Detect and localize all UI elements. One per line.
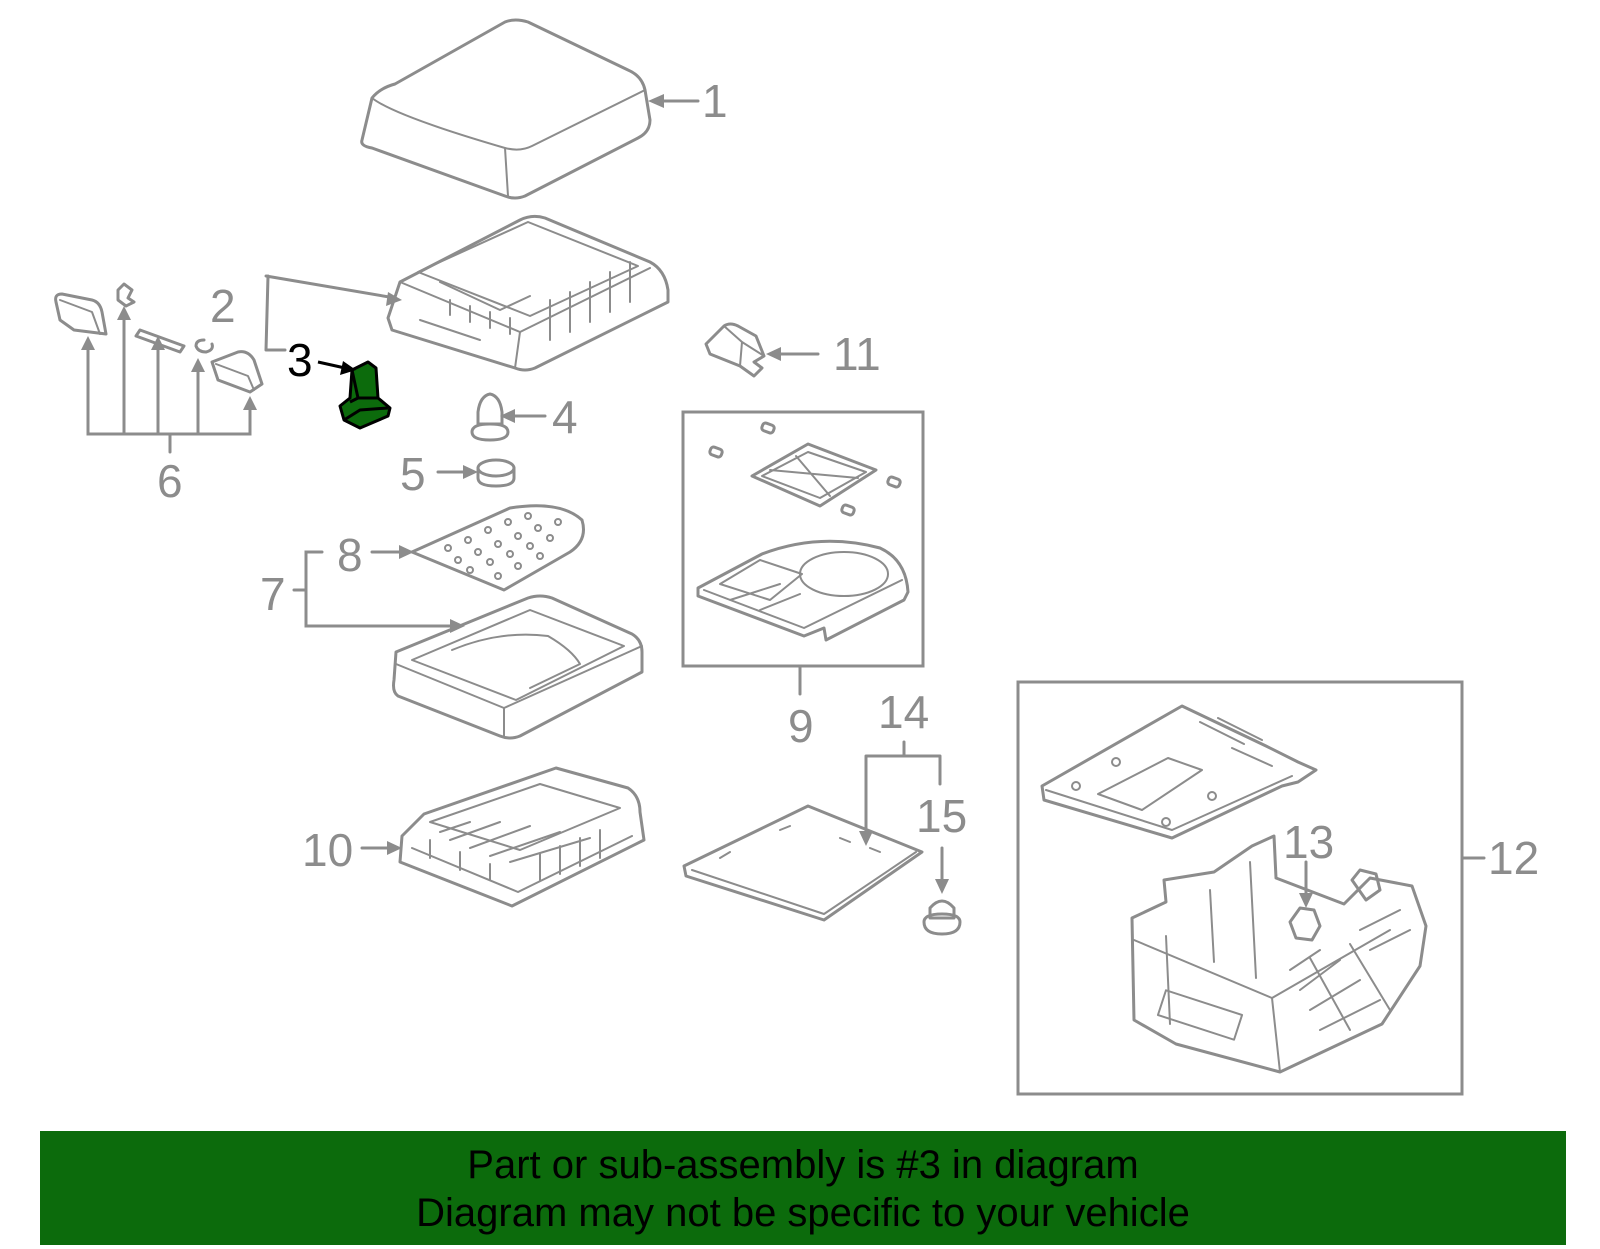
part-3-highlighted-latch[interactable] <box>338 360 392 430</box>
leader-8 <box>370 545 414 559</box>
leader-3 <box>317 360 356 375</box>
leader-4 <box>500 409 547 423</box>
leader-15 <box>935 846 949 894</box>
part-9-cup-holder-assembly[interactable] <box>681 410 925 668</box>
leader-7 <box>292 550 465 633</box>
callout-9: 9 <box>788 700 814 752</box>
part-11-clip[interactable] <box>704 322 766 378</box>
callout-12: 12 <box>1488 832 1539 884</box>
leader-5 <box>436 465 478 479</box>
banner-background <box>40 1131 1566 1245</box>
part-4-push-pin[interactable] <box>470 392 510 442</box>
callout-10: 10 <box>302 824 353 876</box>
banner-line-1: Part or sub-assembly is #3 in diagram <box>467 1143 1139 1187</box>
callout-14: 14 <box>878 686 929 738</box>
part-8-perforated-mat[interactable] <box>410 504 585 592</box>
callout-3: 3 <box>287 334 313 386</box>
part-12-console-base[interactable] <box>1016 680 1464 1096</box>
part-14-cover-plate[interactable] <box>682 804 924 922</box>
leader-6 <box>81 306 257 454</box>
callout-4: 4 <box>552 391 578 443</box>
info-banner: Part or sub-assembly is #3 in diagram Di… <box>40 1131 1566 1245</box>
part-1-armrest-lid[interactable] <box>360 18 652 200</box>
leader-1 <box>648 94 700 108</box>
leader-14 <box>859 740 942 846</box>
callout-6: 6 <box>157 455 183 507</box>
callout-15: 15 <box>916 790 967 842</box>
leader-13 <box>1299 860 1313 908</box>
part-2-lid-panel[interactable] <box>386 214 670 372</box>
callout-13: 13 <box>1283 816 1334 868</box>
part-5-grommet[interactable] <box>476 458 516 488</box>
callout-5: 5 <box>400 448 426 500</box>
banner-line-2: Diagram may not be specific to your vehi… <box>416 1191 1190 1235</box>
part-6-hardware-kit[interactable] <box>54 282 264 394</box>
leader-2 <box>264 274 402 352</box>
callout-2: 2 <box>210 280 236 332</box>
callout-1: 1 <box>702 75 728 127</box>
part-7-storage-tray[interactable] <box>392 594 644 740</box>
leader-11 <box>766 347 820 361</box>
leader-10 <box>360 841 402 855</box>
part-15-fastener[interactable] <box>922 899 962 936</box>
part-10-base-frame[interactable] <box>398 766 646 908</box>
callout-11: 11 <box>833 328 881 380</box>
callout-7: 7 <box>260 568 286 620</box>
callout-8: 8 <box>337 529 363 581</box>
